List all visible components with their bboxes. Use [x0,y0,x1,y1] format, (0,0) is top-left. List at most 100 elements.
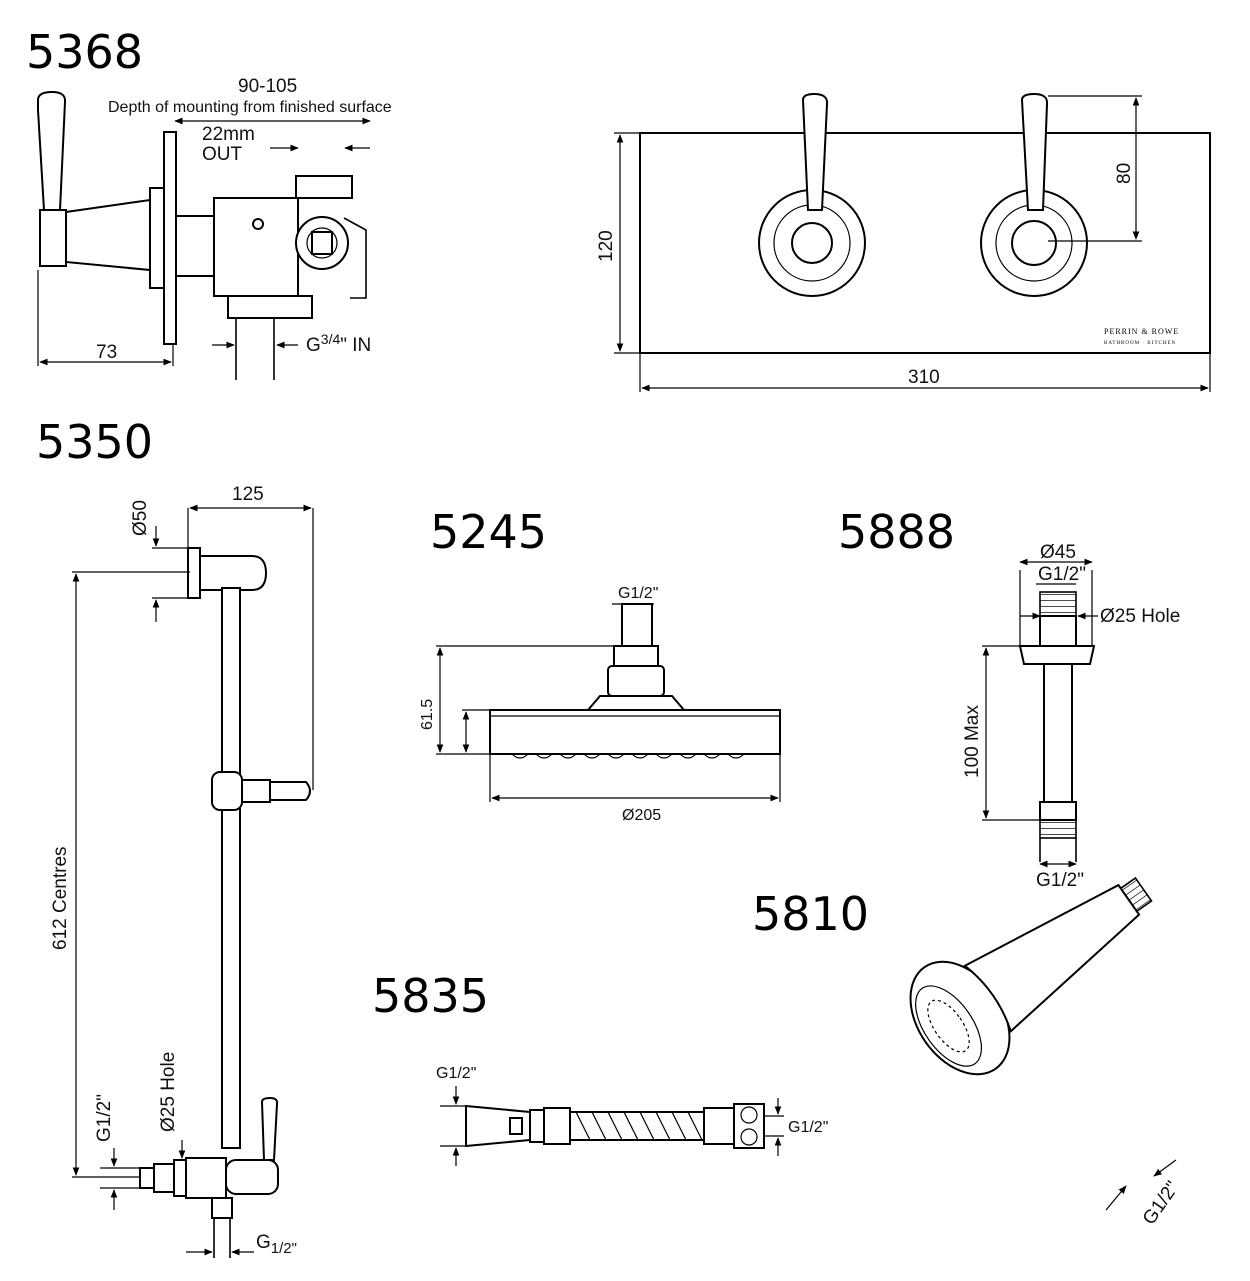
right-control-knob [1011,220,1057,266]
valve-front-view: PERRIN & ROWE BATHROOM · KITCHEN [639,92,1211,354]
spray-face [915,985,983,1067]
top-bracket-flange [187,547,201,599]
model-number-5835: 5835 [372,969,489,1023]
product-5888: 5888 Ø45 G1/2" Ø25 Hole 100 Max G1/2" [838,505,1180,891]
hose-ferrule-left [543,1107,571,1145]
ceiling-arm [1018,591,1096,862]
cone-slot [509,1117,523,1135]
valve-body [213,197,299,297]
outlet-size-label: 22mm [202,124,255,145]
slide-rail [139,547,311,1258]
hose-spiral [575,1111,703,1141]
thread-bottom-label: G1/2" [1036,870,1084,891]
ball-joint [607,665,665,697]
nut-detail-top [740,1106,758,1124]
hand-shower [909,876,1153,1076]
slider-body [211,771,243,811]
thread-left-label: G1/2" [436,1065,476,1082]
handset-handle [963,883,1141,1034]
swivel-nut [613,645,659,667]
top-collar [1039,615,1077,647]
bracket-diameter-label: Ø50 [130,500,151,536]
valve-hub [39,209,67,267]
plate-width-label: 310 [908,367,940,388]
model-number-5888: 5888 [838,505,955,559]
product-5245: 5245 G1/2" 61.5 Ø205 [419,505,781,824]
wall-flange [149,187,165,289]
thread-arrow-right [1153,1159,1177,1177]
bottom-collar [1039,801,1077,821]
outlet-nut [295,175,353,199]
model-number-5245: 5245 [430,505,547,559]
model-number-5350: 5350 [36,415,153,469]
faceplate [639,132,1211,354]
nut-detail-bottom [740,1128,758,1146]
depth-range-label: 90-105 [238,76,297,97]
handset-thread [1119,876,1153,913]
left-lever-handle [801,92,829,211]
length-label: 100 Max [962,705,983,778]
product-5835: 5835 G1/2" G1/2" [372,969,828,1166]
diameter-label: Ø205 [622,807,661,824]
model-number-5810: 5810 [752,887,869,941]
inlet-union-inner [306,227,338,259]
valve-body-screw [252,218,264,230]
brand-logo-text: PERRIN & ROWE [1104,327,1179,336]
union-hex [311,231,333,255]
spray-nozzle-ring [927,999,970,1053]
hose-ferrule-right [703,1107,735,1145]
hose-hex-nut [733,1103,765,1149]
thread-label: G1/2" [618,585,658,602]
bottom-flange [173,1159,187,1197]
slider-knob [269,781,311,801]
depth-note-label: Depth of mounting from finished surface [108,99,392,116]
top-bracket-arm [199,555,268,591]
rain-shower-head [489,603,781,759]
thread-arrow-left [1105,1185,1127,1211]
head-collar [585,695,687,711]
projection-label: 125 [232,484,264,505]
mounting-bracket [343,217,367,299]
shower-hose [465,1103,765,1149]
valve-side-view [37,90,367,380]
slider-arm [241,779,271,803]
inlet-fitting [227,295,313,319]
valve-spindle [175,215,217,277]
hole-label: Ø25 Hole [158,1052,179,1132]
thread-right-label: G1/2" [788,1119,828,1136]
plate-height-label: 120 [596,230,617,262]
arm-tube [1043,663,1073,803]
wall-outlet-elbow [225,1159,279,1195]
product-5368: 5368 90-105 Depth of mounting from finis… [26,25,1211,392]
bottom-bracket [185,1157,227,1199]
left-control-knob [791,222,833,264]
bottom-thread [139,1167,155,1189]
outlet-label: OUT [202,144,243,165]
lever-handle [37,90,67,211]
riser-rail [221,587,241,1149]
valve-shroud [65,198,151,272]
product-5810: 5810 G1/2" [752,876,1184,1229]
spray-nozzles [511,753,745,759]
projection-label: 73 [96,342,117,363]
thread-label: G1/2" [1139,1178,1184,1229]
lever-height-label: 80 [1114,163,1135,184]
diameter-label: Ø45 [1040,542,1076,563]
product-5350: 5350 125 Ø50 612 Ce [36,415,314,1258]
wall-plate [163,131,177,345]
right-lever-handle [1020,92,1049,211]
inlet-thread-label: G3/4" IN [306,331,371,356]
ceiling-flange [1018,645,1096,665]
ceiling-arm-thread [621,603,653,647]
side-thread-label: G1/2" [94,1094,115,1142]
cone-collar [529,1109,545,1143]
model-number-5368: 5368 [26,25,143,79]
top-thread [1039,591,1077,617]
shower-head-plate [489,709,781,755]
thread-top-label: G1/2" [1038,564,1086,585]
diverter-lever [260,1096,279,1161]
bottom-nut [153,1163,175,1193]
bottom-thread [1039,819,1077,839]
hose-outlet-nut [211,1197,233,1219]
